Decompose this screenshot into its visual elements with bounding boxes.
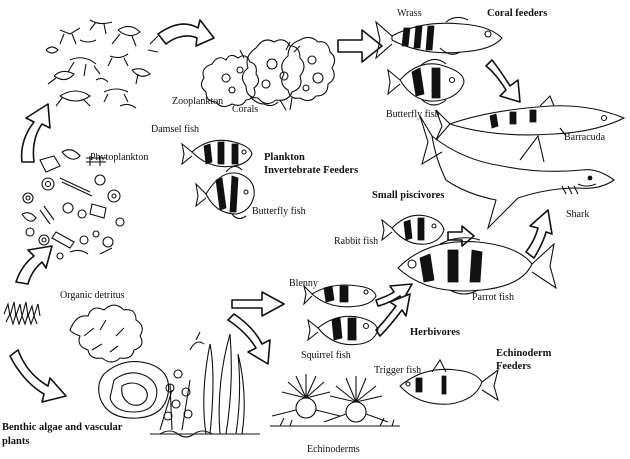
damsel-fish-drawing	[181, 139, 253, 168]
group-small-piscivores: Small piscivores	[372, 190, 445, 201]
label-rabbit-fish: Rabbit fish	[334, 236, 379, 247]
group-herbivores: Herbivores	[410, 327, 460, 338]
echinoderms-drawing	[270, 374, 400, 427]
group-coral-feeders: Coral feeders	[487, 8, 548, 19]
phytoplankton-drawing	[21, 149, 125, 260]
arrow-detritus-to-phytoplankton	[15, 245, 53, 285]
rabbit-fish-drawing	[381, 214, 445, 245]
arrow-wrass-to-barracuda	[485, 59, 521, 103]
label-parrot-fish: Parrot fish	[472, 292, 514, 303]
flow-arrows	[9, 19, 553, 403]
squirrel-fish-drawing	[307, 315, 379, 346]
label-trigger-fish: Trigger fish	[374, 365, 422, 376]
group-benthic-line1: Benthic algae and vascular	[2, 422, 123, 433]
arrow-phytoplankton-to-zooplankton	[20, 103, 51, 163]
corals-drawing	[200, 36, 336, 111]
label-echinoderms: Echinoderms	[307, 444, 360, 455]
parrot-fish-drawing	[397, 237, 557, 295]
group-echinoderm-line1: Echinoderm	[496, 348, 552, 359]
trigger-fish-drawing	[399, 358, 499, 405]
arrow-benthic-curve	[9, 349, 67, 403]
label-organic-detritus: Organic detritus	[60, 290, 125, 301]
organic-detritus-drawing	[3, 301, 41, 326]
group-plankton-line2: Invertebrate Feeders	[264, 165, 359, 176]
arrow-zooplankton-to-corals	[157, 19, 215, 47]
label-phytoplankton: Phytoplankton	[90, 152, 149, 163]
butterfly-fish-top-drawing	[387, 58, 465, 106]
label-shark: Shark	[566, 209, 590, 220]
group-plankton-line1: Plankton	[264, 152, 305, 163]
label-zooplankton: Zooplankton	[172, 96, 224, 107]
arrow-squirrel-to-parrot	[375, 293, 411, 337]
zooplankton-drawing	[45, 19, 159, 109]
arrow-rabbit-to-parrot	[447, 225, 475, 247]
arrow-parrot-to-shark	[525, 209, 553, 259]
blenny-drawing	[302, 284, 377, 308]
shark-drawing	[419, 115, 615, 230]
label-butterfly-fish-top: Butterfly fish	[386, 109, 440, 120]
arrow-detritus-to-blenny	[231, 291, 285, 317]
benthic-algae-drawing	[69, 304, 260, 438]
arrow-blenny-to-parrot	[375, 283, 413, 307]
label-butterfly-fish-mid: Butterfly fish	[252, 206, 306, 217]
label-barracuda: Barracuda	[564, 132, 606, 143]
wrass-drawing	[375, 16, 503, 60]
label-squirrel-fish: Squirrel fish	[301, 350, 351, 361]
arrow-corals-to-wrass	[337, 29, 383, 63]
arrow-detritus-to-echinoderms	[227, 313, 271, 365]
label-damsel-fish: Damsel fish	[151, 124, 200, 135]
label-blenny: Blenny	[289, 278, 318, 289]
group-echinoderm-line2: Feeders	[496, 361, 531, 372]
group-benthic-line2: plants	[2, 436, 30, 447]
barracuda-drawing	[435, 95, 626, 141]
label-wrass: Wrass	[397, 8, 422, 19]
label-corals: Corals	[232, 104, 259, 115]
butterfly-fish-mid-drawing	[195, 165, 255, 220]
